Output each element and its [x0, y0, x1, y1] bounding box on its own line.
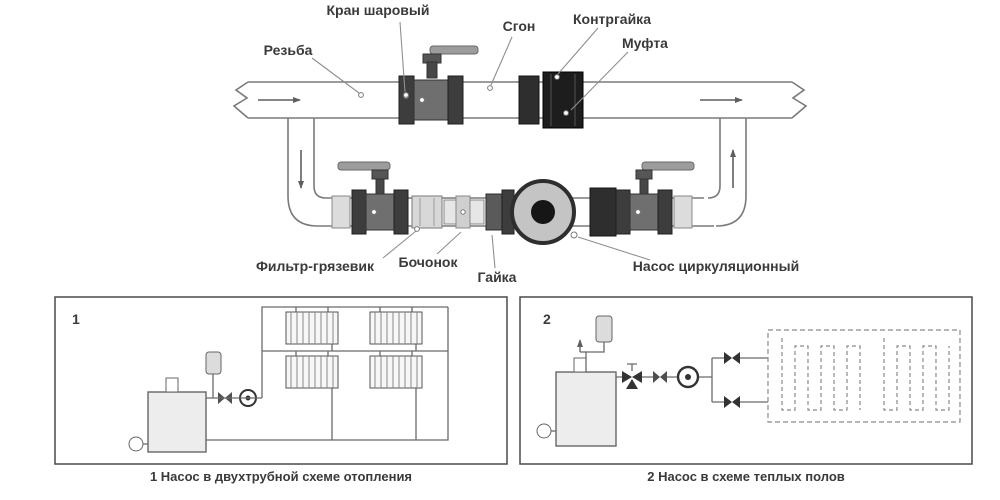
manifold-valve-top: [724, 352, 740, 364]
coupling-label: Муфта: [622, 35, 668, 51]
ball-valve-label: Кран шаровый: [327, 2, 430, 18]
union-pipe-label: Сгон: [503, 18, 536, 34]
panel-1-caption: 1 Насос в двухтрубной схеме отопления: [150, 469, 412, 484]
coupling: [542, 71, 584, 129]
pump-label: Насос циркуляционный: [633, 258, 799, 274]
filter-mud-trap: [411, 195, 443, 229]
diagram-labels: Кран шаровый Сгон Контргайка Муфта Резьб…: [256, 2, 799, 285]
panel-2-number: 2: [543, 311, 551, 327]
expansion-tank-2: [577, 315, 613, 372]
lock-nut-label: Контргайка: [573, 11, 651, 27]
radiator: [285, 311, 339, 345]
boiler-2: [536, 357, 617, 447]
panel-1-number: 1: [72, 311, 80, 327]
pipe-fitting: [331, 195, 351, 229]
circulation-pump: [501, 179, 578, 245]
manifold-valve-bottom: [724, 396, 740, 408]
radiator: [369, 355, 423, 389]
leader-lines: [311, 21, 651, 269]
boiler-1: [128, 377, 207, 453]
radiator: [369, 311, 423, 345]
mixing-valve: [622, 363, 642, 389]
filter-label: Фильтр-грязевик: [256, 258, 375, 274]
thread-label: Резьба: [264, 42, 313, 58]
ball-valve-bypass-right: [615, 161, 695, 235]
floor-heating-loops: [767, 329, 961, 423]
ball-valve-bypass-left: [337, 161, 409, 235]
radiators: [285, 311, 423, 389]
supply-run-2: [616, 357, 768, 403]
valve-handle: [641, 161, 695, 171]
pipe-fitting: [673, 195, 693, 229]
panel-2-caption: 2 Насос в схеме теплых полов: [647, 469, 845, 484]
pipe-nut: [485, 193, 503, 231]
panel-1-border: [54, 296, 508, 465]
pipe-break-left: [232, 81, 249, 119]
floor-loop-coil: [883, 338, 950, 411]
nut-label: Гайка: [478, 269, 517, 285]
barrel-label: Бочонок: [399, 254, 459, 270]
radiator: [285, 355, 339, 389]
union-nut-right: [589, 187, 617, 237]
valve-handle: [337, 161, 391, 171]
bypass-pipe: [287, 118, 747, 227]
valve-symbol-2: [653, 371, 667, 383]
barrel-nipple: [443, 195, 485, 229]
piping-1: [206, 306, 449, 441]
panel-2: 2: [519, 296, 973, 484]
pipe-break-right: [791, 81, 808, 119]
panel-1: 1: [54, 296, 508, 484]
ball-valve-top: [398, 45, 479, 125]
pump-symbol-2: [676, 365, 700, 389]
expansion-tank-1: [205, 351, 222, 398]
lock-nut: [518, 75, 540, 125]
valve-handle: [429, 45, 479, 55]
